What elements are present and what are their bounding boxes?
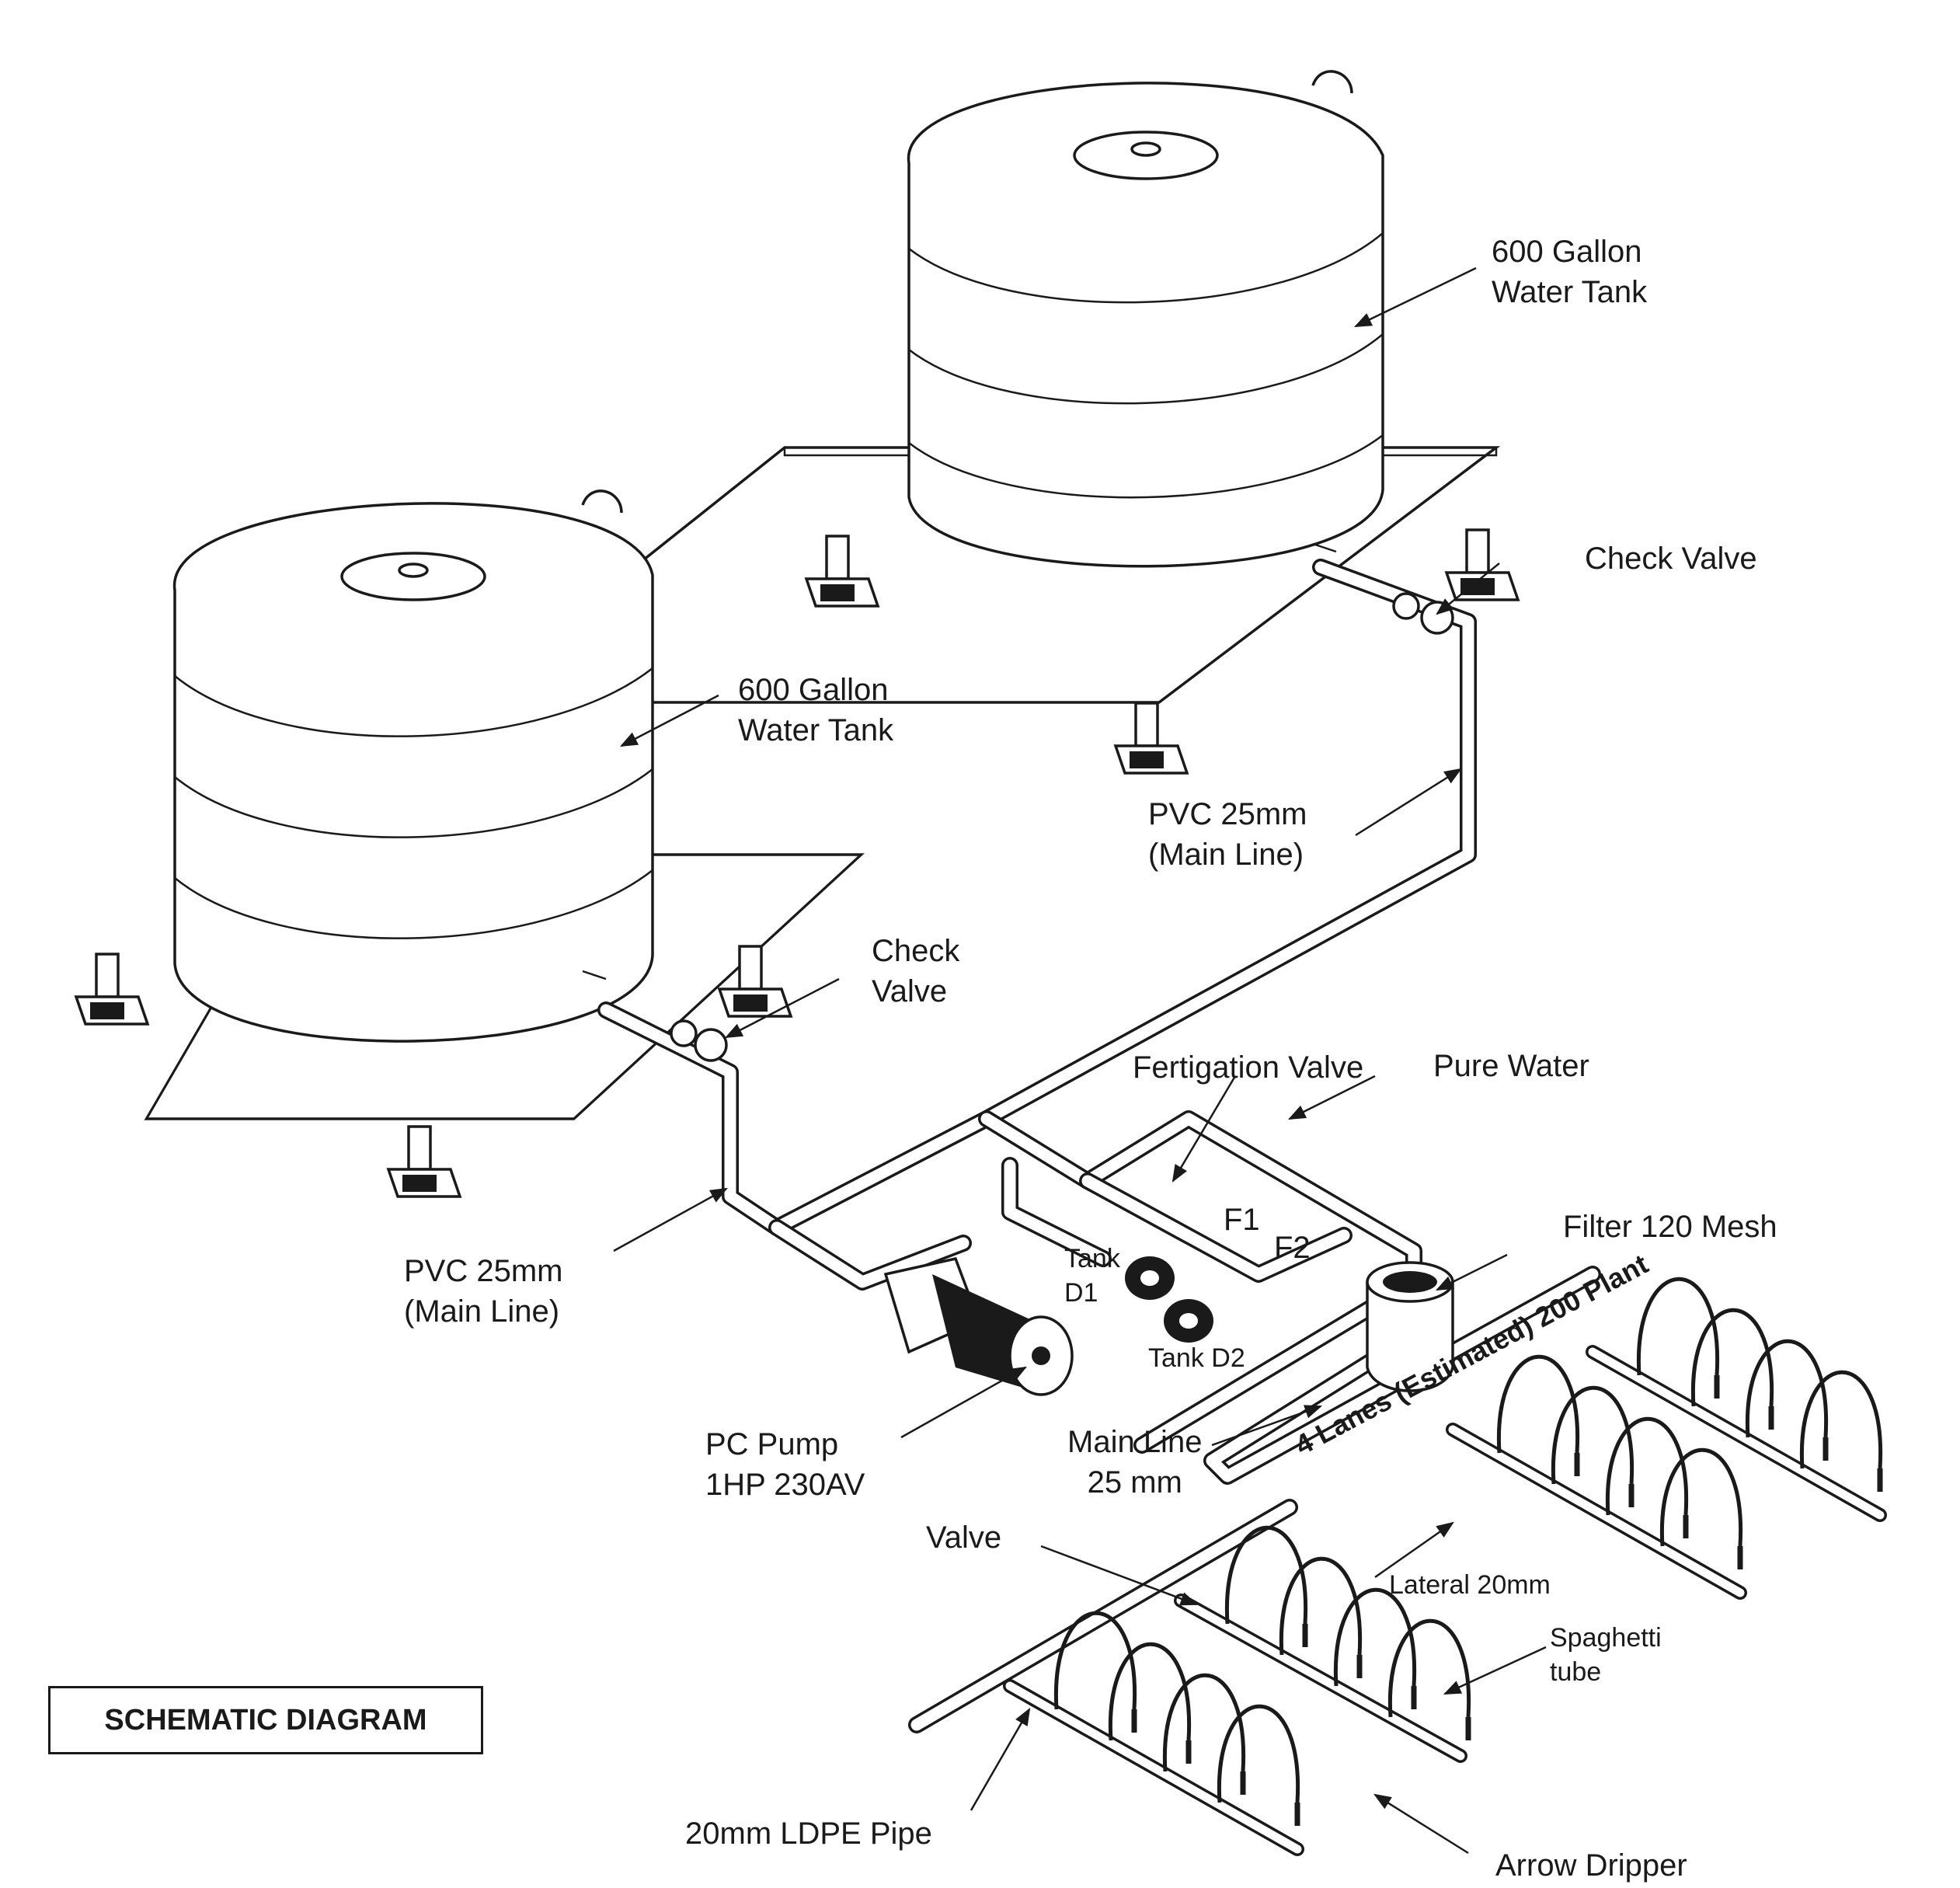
label-spaghetti: Spaghetti tube — [1550, 1621, 1662, 1689]
schematic-title: SCHEMATIC DIAGRAM — [104, 1703, 427, 1736]
label-spaghetti-line-2: tube — [1550, 1657, 1602, 1687]
label-pvc-right: PVC 25mm (Main Line) — [1148, 794, 1307, 875]
label-fertigation-valve-line-1: Fertigation Valve — [1133, 1050, 1364, 1085]
label-pvc-left-line-2: (Main Line) — [404, 1294, 560, 1329]
filter-icon — [1366, 1261, 1454, 1392]
label-f1: F1 — [1224, 1200, 1260, 1240]
label-check-valve-left: Check Valve — [872, 931, 959, 1012]
label-pure-water: Pure Water — [1433, 1046, 1589, 1086]
label-tank-left-line-1: 600 Gallon — [738, 673, 889, 707]
label-pure-water-line-1: Pure Water — [1433, 1049, 1589, 1083]
label-main-line: Main Line 25 mm — [1067, 1422, 1202, 1503]
label-pvc-right-line-2: (Main Line) — [1148, 838, 1304, 872]
label-tank-d2-line-1: Tank D2 — [1148, 1343, 1245, 1373]
label-arrow-dripper-line-1: Arrow Dripper — [1495, 1848, 1687, 1883]
label-spaghetti-line-1: Spaghetti — [1550, 1623, 1662, 1653]
schematic-title-box: SCHEMATIC DIAGRAM — [48, 1686, 483, 1754]
label-tank-d2: Tank D2 — [1148, 1341, 1245, 1375]
fertigation-tank-icon — [1125, 1256, 1213, 1343]
label-lateral: Lateral 20mm — [1389, 1568, 1551, 1602]
left-water-tank — [75, 489, 865, 1198]
label-f2: F2 — [1274, 1228, 1311, 1268]
label-pump: PC Pump 1HP 230AV — [705, 1424, 865, 1505]
leader-lines — [613, 266, 1547, 1855]
label-main-line-line-1: Main Line — [1067, 1425, 1203, 1459]
label-pvc-right-line-1: PVC 25mm — [1148, 797, 1307, 831]
label-pvc-left: PVC 25mm (Main Line) — [404, 1251, 563, 1332]
right-water-tank — [460, 70, 1520, 775]
label-f1-text: F1 — [1224, 1203, 1260, 1237]
label-lateral-line-1: Lateral 20mm — [1389, 1570, 1551, 1600]
label-arrow-dripper: Arrow Dripper — [1495, 1845, 1687, 1886]
pump-icon — [883, 1256, 1074, 1396]
label-f2-text: F2 — [1274, 1231, 1311, 1265]
label-tank-d1-line-2: D1 — [1064, 1278, 1098, 1308]
label-tank-right: 600 Gallon Water Tank — [1492, 232, 1647, 312]
label-ldpe: 20mm LDPE Pipe — [685, 1813, 932, 1854]
label-check-valve-right-line-1: Check Valve — [1585, 542, 1757, 576]
label-tank-d1: Tank D1 — [1064, 1242, 1120, 1310]
label-tank-d1-line-1: Tank — [1064, 1244, 1120, 1273]
label-pvc-left-line-1: PVC 25mm — [404, 1254, 563, 1288]
label-fertigation-valve: Fertigation Valve — [1133, 1047, 1363, 1088]
label-check-valve-left-line-2: Valve — [872, 974, 948, 1008]
lateral-pipes — [1003, 1345, 1887, 1856]
label-filter-line-1: Filter 120 Mesh — [1563, 1210, 1777, 1244]
label-pump-line-2: 1HP 230AV — [705, 1468, 865, 1502]
label-tank-left-line-2: Water Tank — [738, 713, 894, 747]
label-tank-right-line-1: 600 Gallon — [1492, 235, 1642, 269]
label-check-valve-left-line-1: Check — [872, 934, 960, 968]
label-main-line-line-2: 25 mm — [1087, 1465, 1182, 1500]
label-filter: Filter 120 Mesh — [1563, 1207, 1777, 1247]
label-tank-left: 600 Gallon Water Tank — [738, 670, 893, 751]
label-pump-line-1: PC Pump — [705, 1427, 839, 1461]
label-valve-line-1: Valve — [926, 1521, 1002, 1555]
label-valve: Valve — [926, 1517, 1001, 1558]
label-check-valve-right: Check Valve — [1585, 538, 1757, 579]
label-tank-right-line-2: Water Tank — [1492, 275, 1648, 309]
label-ldpe-line-1: 20mm LDPE Pipe — [685, 1817, 932, 1851]
